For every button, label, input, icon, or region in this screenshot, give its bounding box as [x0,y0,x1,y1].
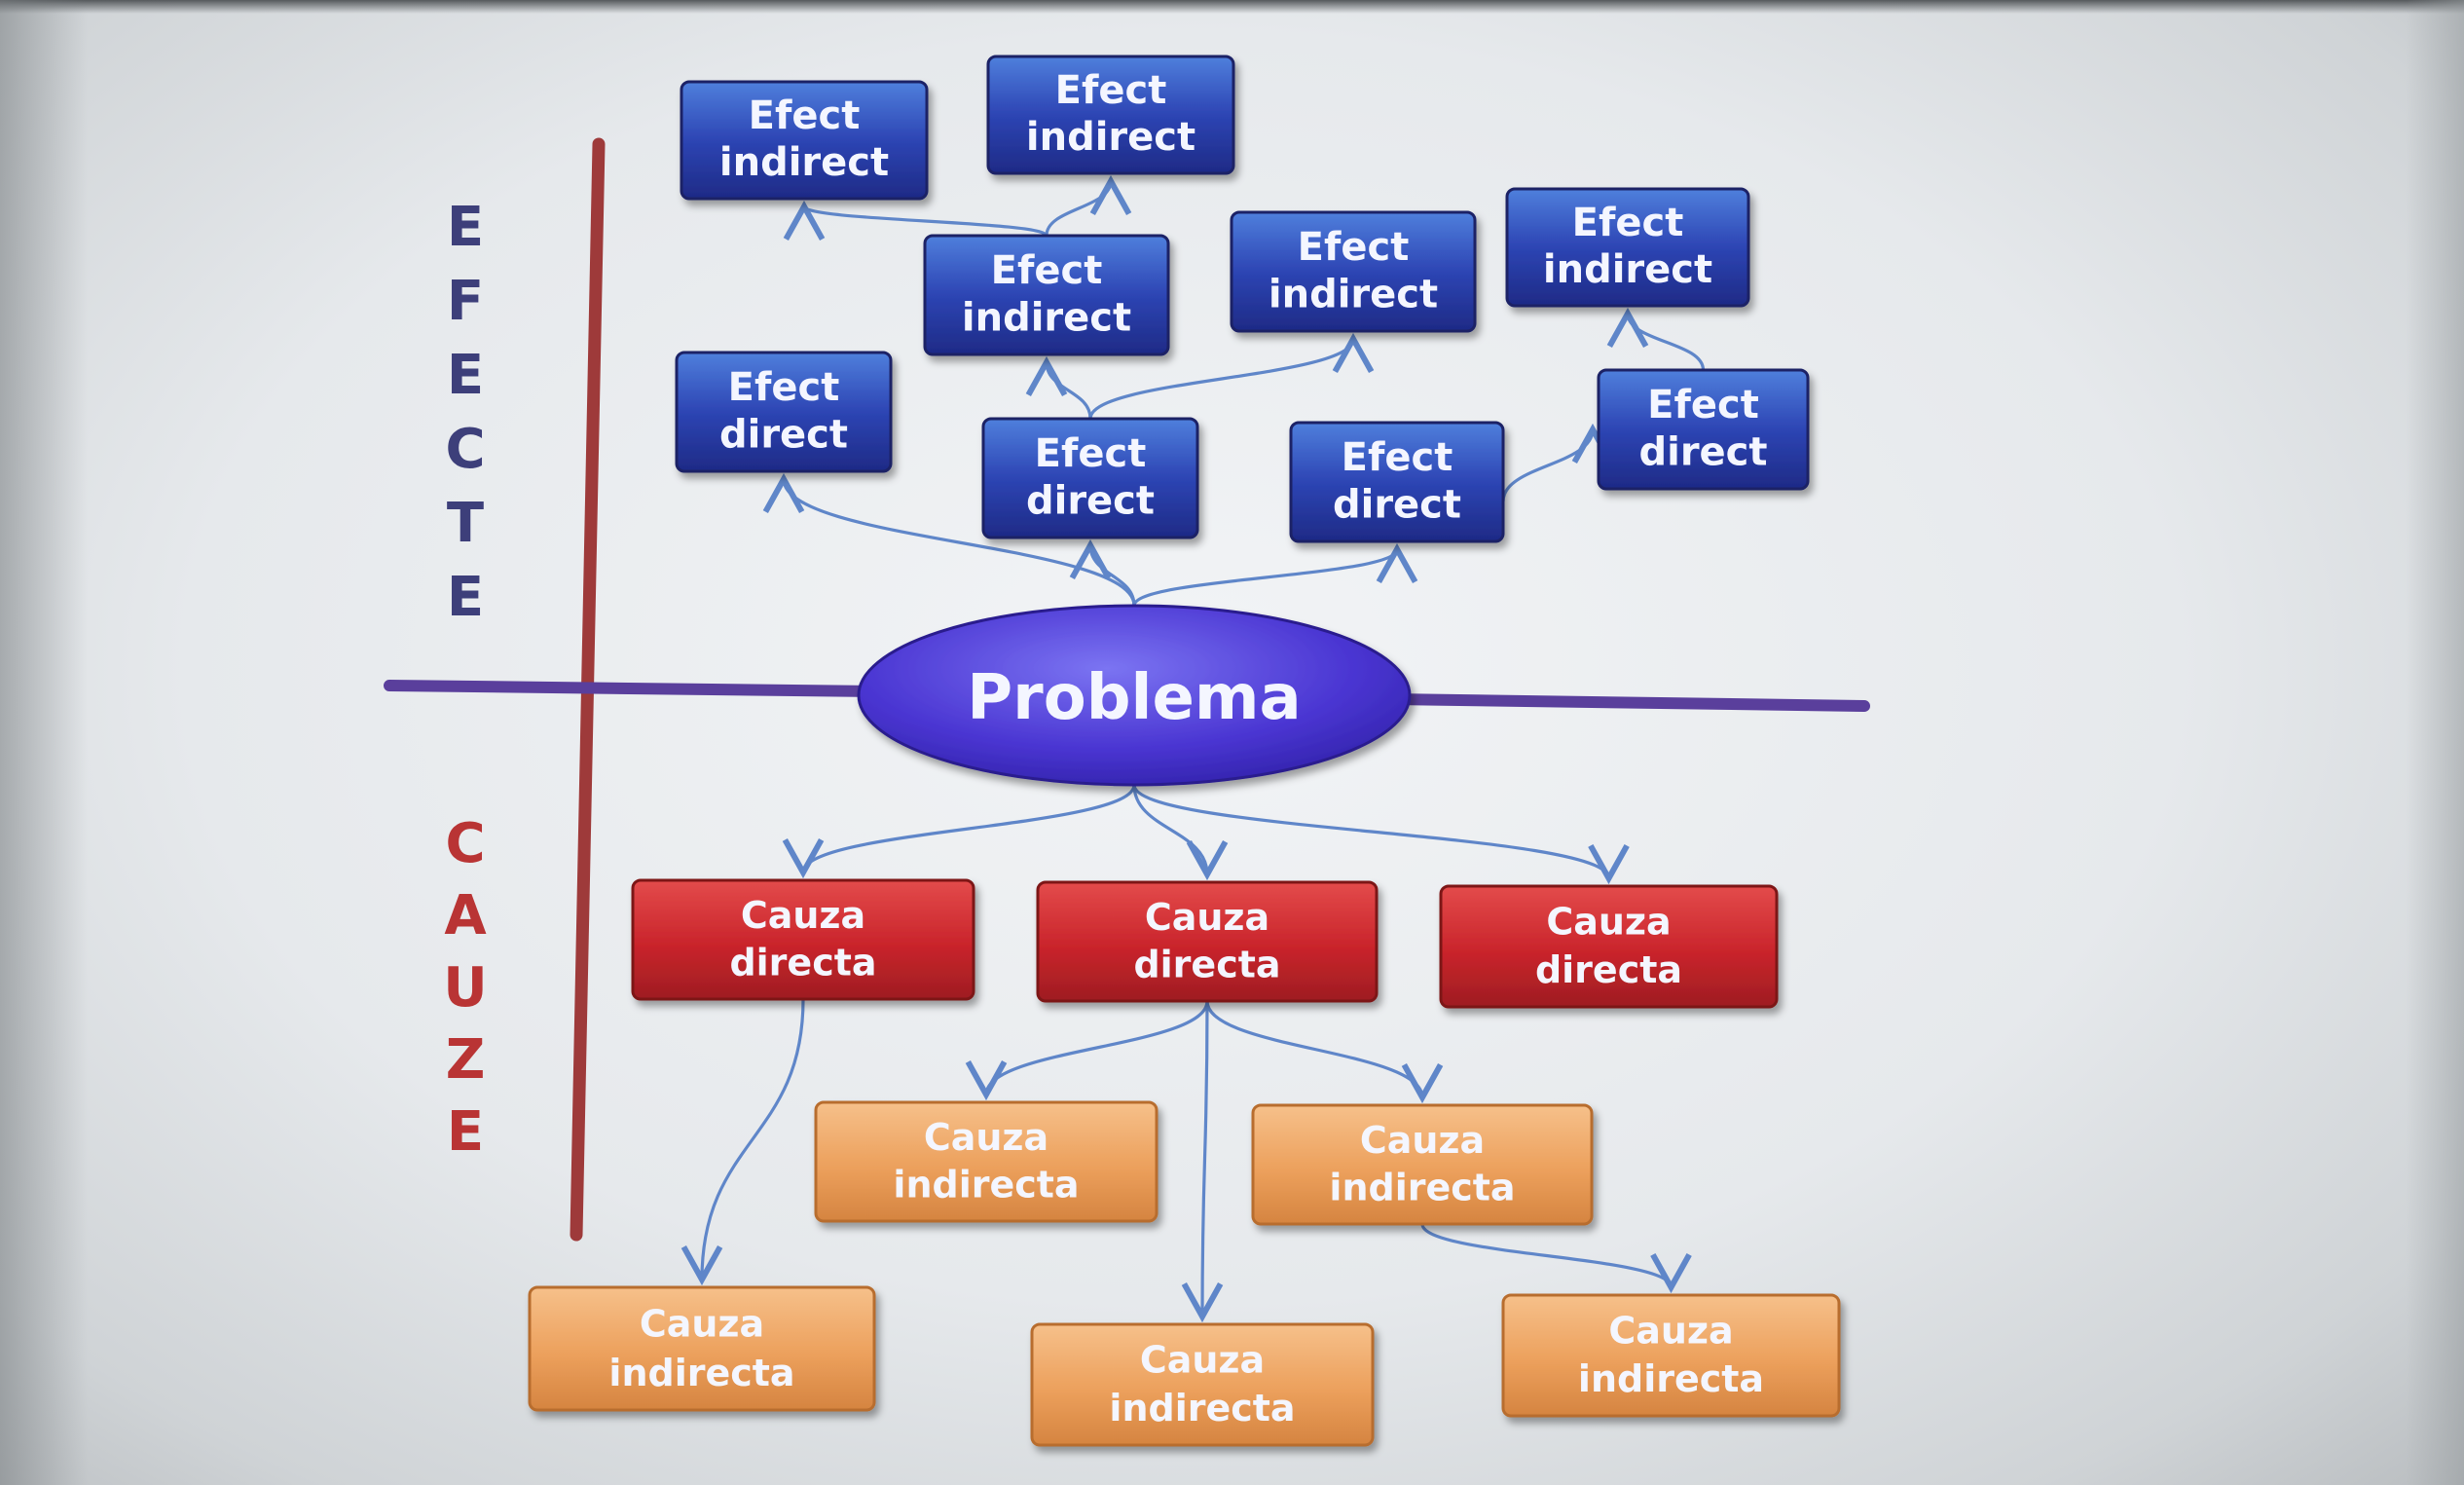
node-label-line2: indirect [962,296,1131,341]
connector-arrows [680,174,1706,1323]
node-label-line1: Efect [1055,68,1167,113]
cause-direct-node: Cauza directa [1036,880,1379,1003]
horizontal-axis-right [1386,693,1870,712]
cause-indirect-node: Cauza indirecta [814,1100,1158,1223]
node-label-line1: Efect [728,365,840,410]
node-label-line1: Cauza [1546,901,1671,944]
node-label-line1: Cauza [1360,1119,1485,1162]
screen-right-shade [2406,0,2464,1485]
node-label-line2: directa [729,942,876,984]
node-label-line1: Cauza [640,1302,764,1345]
cause-indirect-node: Cauza indirecta [1251,1103,1594,1226]
connector-arrow [1132,542,1417,607]
node-label-line1: Efect [1647,383,1759,427]
efecte-letter: C [445,418,485,481]
node-label-line2: directa [1535,948,1682,991]
node-label-line2: direct [1026,479,1155,524]
connector-arrow [782,784,1136,879]
node-label-line2: indirecta [1109,1387,1295,1429]
cauze-letter: C [445,812,485,875]
node-label-line2: directa [1133,944,1280,986]
node-label-line1: Efect [991,248,1103,293]
node-label-line1: Efect [1298,225,1410,270]
connector-arrow [1205,1000,1444,1104]
node-label-line1: Cauza [1145,896,1269,939]
connector-arrow [1069,538,1136,607]
cauze-letter: Z [446,1028,486,1092]
node-label-line2: indirect [1026,115,1195,160]
connector-arrow [1501,423,1614,502]
cauze-letter: E [447,1100,484,1164]
connector-arrow [1025,355,1092,420]
problem-node [857,604,1412,787]
node-label-line1: Efect [1572,201,1684,245]
efecte-letter: T [447,492,484,555]
cause-indirect-node: Cauza indirecta [1030,1322,1375,1447]
horizontal-axis-left [384,680,882,697]
node-label-line2: direct [1333,483,1461,528]
connector-arrow [1420,1223,1692,1294]
node-label-line2: direct [1638,430,1767,475]
efecte-letter: E [447,196,484,259]
node-label-line2: indirecta [1578,1357,1764,1400]
connector-arrow [1132,784,1229,881]
node-label-line2: indirect [719,140,889,185]
connector-arrow [965,1000,1209,1101]
node-label-line1: Cauza [1608,1310,1733,1353]
connector-arrow [1132,784,1630,885]
connector-arrow [1606,307,1706,371]
cause-indirect-node: Cauza indirecta [528,1285,876,1412]
node-label-line2: direct [719,413,848,458]
node-label-line2: indirecta [608,1352,794,1394]
node-label-line2: indirecta [1329,1167,1515,1209]
connector-arrow [1045,174,1132,237]
screen-left-shade [0,0,88,1485]
node-label-line2: indirect [1269,273,1438,317]
connector-arrow [1088,332,1375,420]
node-label-line1: Efect [749,93,861,138]
connector-arrow [762,472,1136,607]
node-label-line1: Efect [1342,435,1453,480]
screen-top-edge [0,0,2464,14]
efecte-letter: E [447,344,484,407]
cauze-letter: A [444,884,487,947]
connector-arrow [1181,1000,1224,1323]
connector-arrow [680,998,805,1286]
efecte-letter: E [447,566,484,629]
connector-arrow [784,200,1048,241]
node-label-line2: indirecta [893,1164,1079,1207]
efecte-letter: F [447,270,484,333]
cauze-letter: U [443,956,487,1020]
node-label-line1: Cauza [924,1116,1048,1159]
node-label-line2: indirect [1543,247,1712,292]
diagram-nodes: EfectindirectEfectindirectEfectindirectE… [528,55,1841,1447]
node-label-line1: Cauza [1140,1339,1265,1382]
problem-label: Problema [967,662,1301,734]
node-label-line1: Cauza [741,894,865,937]
cause-direct-node: Cauza directa [631,878,975,1001]
node-label-line1: Efect [1035,431,1147,476]
